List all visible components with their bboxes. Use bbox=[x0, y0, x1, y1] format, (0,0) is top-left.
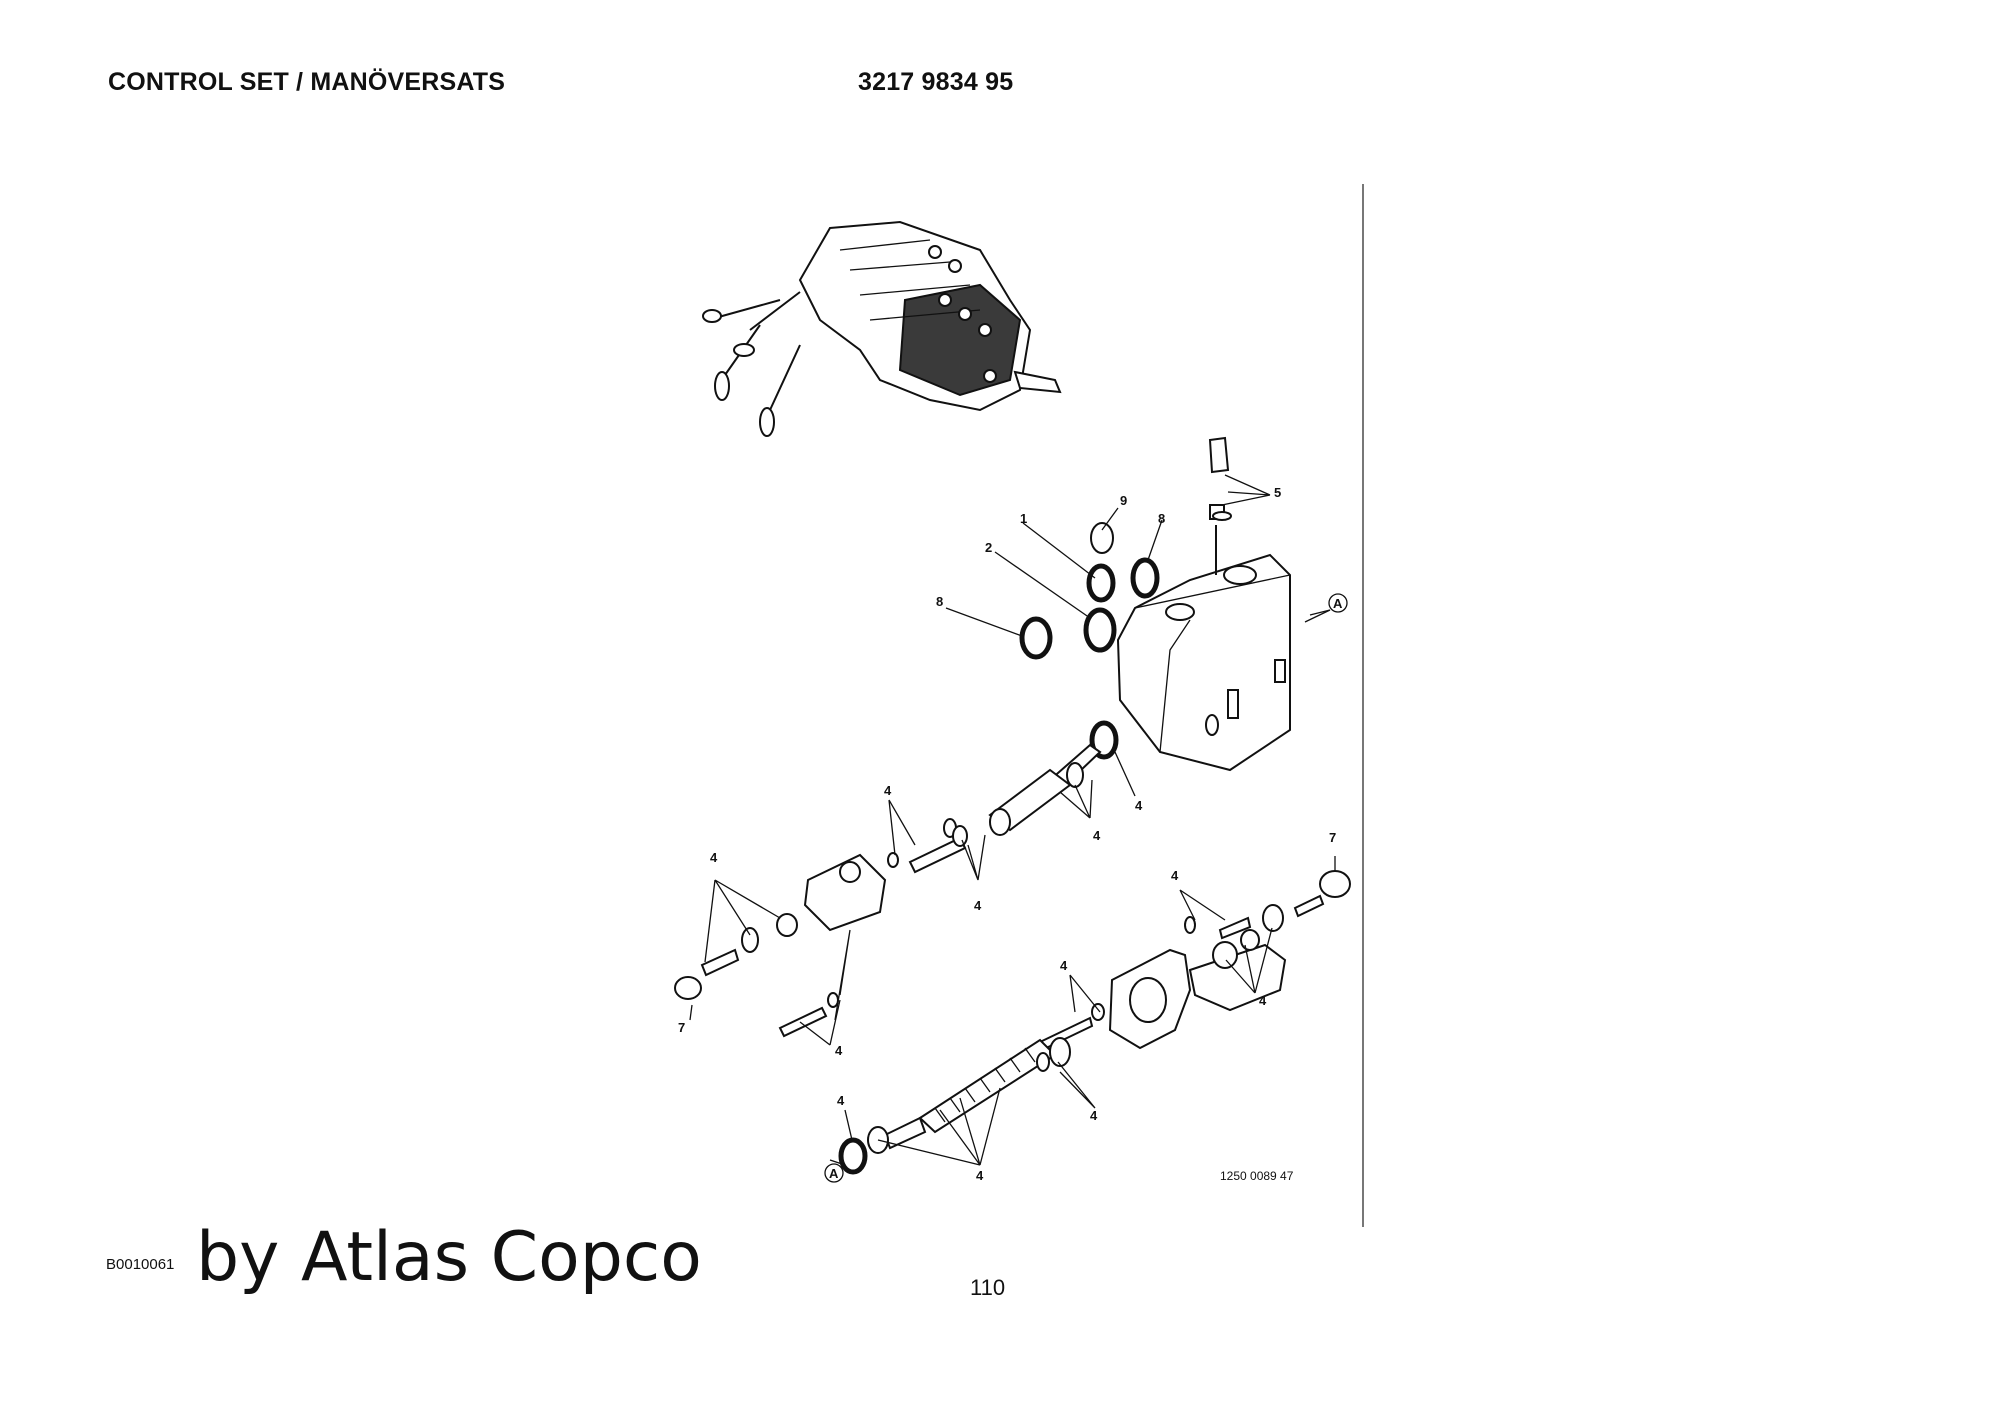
valve-section-body bbox=[1116, 436, 1291, 772]
o-rings-upper bbox=[1019, 522, 1160, 760]
page-number: 110 bbox=[970, 1275, 1006, 1300]
callout-9: 9 bbox=[1120, 493, 1127, 508]
callout-4-c: 4 bbox=[1093, 828, 1101, 843]
spring-cap-right bbox=[1038, 870, 1351, 1052]
callout-8-left: 8 bbox=[936, 594, 943, 609]
callout-8-upper: 8 bbox=[1158, 511, 1165, 526]
callout-1: 1 bbox=[1020, 511, 1027, 526]
callout-4-b: 4 bbox=[884, 783, 892, 798]
document-id: B0010061 bbox=[106, 1256, 175, 1273]
callout-4-i: 4 bbox=[1060, 958, 1068, 973]
callout-4-j: 4 bbox=[1090, 1108, 1098, 1123]
drawing-reference-number: 1250 0089 47 bbox=[1220, 1169, 1294, 1183]
callout-4-k: 4 bbox=[837, 1093, 845, 1108]
callout-4-g: 4 bbox=[1171, 868, 1179, 883]
spring-cap-left bbox=[674, 853, 887, 1038]
part-number: 3217 9834 95 bbox=[858, 68, 1014, 96]
callout-4-a: 4 bbox=[1135, 798, 1143, 813]
divider-line bbox=[1362, 184, 1364, 1227]
callout-7-right: 7 bbox=[1329, 830, 1336, 845]
callout-a-upper: A bbox=[1333, 596, 1343, 611]
spool-assembly-middle bbox=[887, 743, 1102, 874]
brand-text: by Atlas Copco bbox=[196, 1218, 702, 1297]
callout-4-f: 4 bbox=[835, 1043, 843, 1058]
callout-7-left: 7 bbox=[678, 1020, 685, 1035]
page-title: CONTROL SET / MANÖVERSATS bbox=[108, 68, 506, 96]
callout-4-l: 4 bbox=[976, 1168, 984, 1183]
callout-a-lower: A bbox=[829, 1166, 839, 1181]
callout-5: 5 bbox=[1274, 485, 1281, 500]
leader-lines bbox=[689, 474, 1336, 1166]
callout-4-d: 4 bbox=[974, 898, 982, 913]
callout-4-h: 4 bbox=[1259, 993, 1267, 1008]
callout-labels: 9 1 8 2 8 5 A 4 4 4 4 4 7 4 7 4 4 4 4 4 … bbox=[678, 485, 1348, 1183]
spring-spool-lower bbox=[838, 1037, 1071, 1175]
callout-4-e: 4 bbox=[710, 850, 718, 865]
callout-2: 2 bbox=[985, 540, 992, 555]
valve-bank-assembly bbox=[702, 220, 1062, 437]
